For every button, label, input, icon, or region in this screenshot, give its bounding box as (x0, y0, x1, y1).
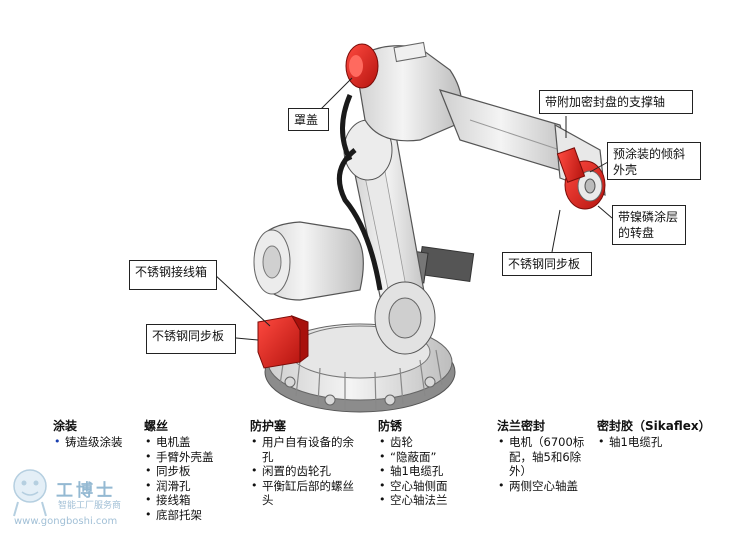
section-rust: 防锈 齿轮 “隐蔽面” 轴1电缆孔 空心轴侧面 空心轴法兰 (378, 418, 488, 508)
leader-lines (213, 77, 613, 341)
turntable-red (556, 147, 606, 210)
list-item: 同步板 (144, 464, 248, 479)
list-item: 两侧空心轴盖 (497, 479, 593, 494)
section-sealant: 密封胶（Sikaflex） 轴1电缆孔 (597, 418, 737, 450)
list-item: 齿轮 (378, 435, 488, 450)
list-item: 轴1电缆孔 (378, 464, 488, 479)
section-title: 防护塞 (250, 419, 287, 433)
list-item: 润滑孔 (144, 479, 248, 494)
watermark-url: www.gongboshi.com (14, 516, 118, 527)
list-item: 接线箱 (144, 493, 248, 508)
list-item: 铸造级涂装 (53, 435, 143, 450)
list-item: “隐蔽面” (378, 450, 488, 465)
list-item: 平衡缸后部的螺丝头 (250, 479, 362, 508)
junction-box-red (257, 315, 309, 369)
list-item: 轴1电缆孔 (597, 435, 737, 450)
section-coating: 涂装 铸造级涂装 (53, 418, 143, 450)
list-item: 电机（6700标配，轴5和6除外） (497, 435, 593, 479)
callout-tilt-housing: 预涂装的倾斜外壳 (607, 142, 701, 180)
section-title: 密封胶（Sikaflex） (597, 419, 711, 433)
callout-sync-plate-left: 不锈钢同步板 (146, 324, 236, 354)
robot-illustration (213, 41, 613, 413)
balancing-cylinder (253, 221, 364, 301)
list-item: 闲置的齿轮孔 (250, 464, 362, 479)
watermark-logo (13, 469, 47, 517)
list-item: 电机盖 (144, 435, 248, 450)
lower-arm (343, 119, 436, 355)
cable (336, 148, 383, 291)
list-item: 底部托架 (144, 508, 248, 523)
section-plugs: 防护塞 用户自有设备的余孔 闲置的齿轮孔 平衡缸后部的螺丝头 (250, 418, 362, 508)
callout-turntable: 带镍磷涂层的转盘 (612, 205, 686, 245)
section-screws: 螺丝 电机盖 手臂外壳盖 同步板 润滑孔 接线箱 底部托架 (144, 418, 248, 522)
cable-upper (340, 94, 353, 162)
list-item: 空心轴法兰 (378, 493, 488, 508)
section-flange: 法兰密封 电机（6700标配，轴5和6除外） 两侧空心轴盖 (497, 418, 593, 493)
watermark-brand: 工博士 (56, 481, 116, 501)
section-title: 螺丝 (144, 419, 169, 433)
section-title: 法兰密封 (497, 419, 546, 433)
section-title: 防锈 (378, 419, 403, 433)
list-item: 用户自有设备的余孔 (250, 435, 362, 464)
callout-junction-box: 不锈钢接线箱 (129, 260, 217, 290)
section-title: 涂装 (53, 419, 78, 433)
hood-red-cap (345, 43, 379, 89)
callout-hood: 罩盖 (288, 108, 329, 131)
callout-sync-plate-right: 不锈钢同步板 (502, 252, 592, 276)
watermark-subtitle: 智能工厂服务商 (58, 501, 122, 511)
list-item: 空心轴侧面 (378, 479, 488, 494)
callout-support-shaft: 带附加密封盘的支撑轴 (539, 90, 693, 114)
list-item: 手臂外壳盖 (144, 450, 248, 465)
